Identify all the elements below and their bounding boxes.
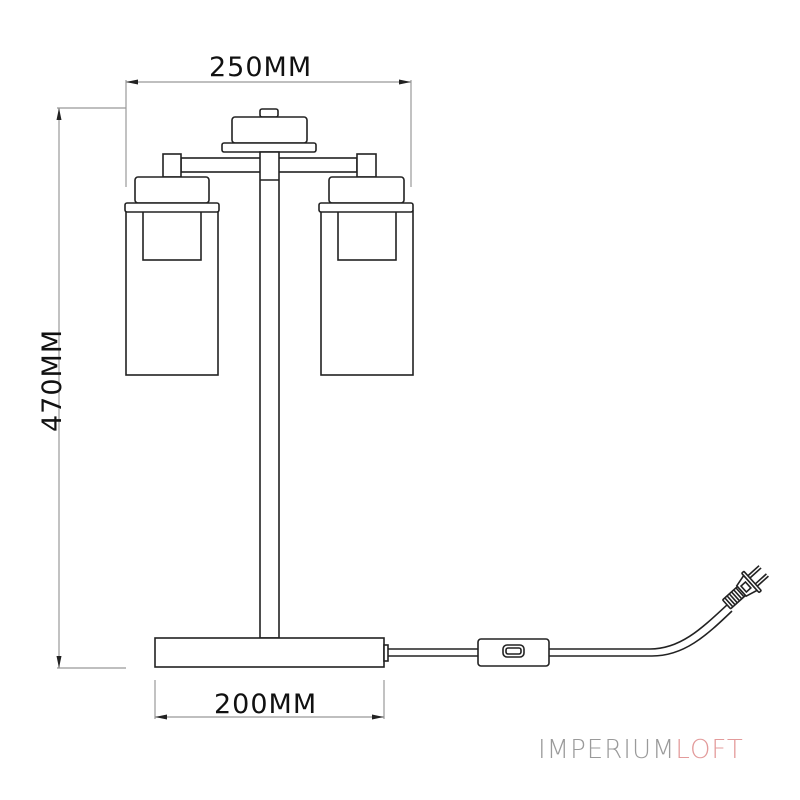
left-knuckle [162, 153, 182, 178]
plug [722, 565, 769, 610]
height-dimension-label: 470MM [37, 328, 68, 432]
brand-logo-part1: IMPERIUM [538, 735, 676, 765]
canopy-cap [231, 116, 308, 144]
right-socket-cap [328, 176, 405, 204]
right-inner-socket [337, 210, 397, 261]
right-ring [318, 202, 414, 213]
cord-connector [383, 644, 389, 662]
power-cord [549, 603, 729, 650]
lamp-body [124, 108, 769, 668]
left-ring [124, 202, 220, 213]
left-socket-cap [134, 176, 210, 204]
brand-logo-part2: LOFT [675, 735, 744, 765]
canopy-plate [221, 142, 317, 153]
width-dimension-label: 250MM [209, 52, 313, 83]
brand-logo: IMPERIUMLOFT [538, 735, 744, 765]
center-stem [259, 151, 280, 639]
left-inner-socket [142, 210, 202, 261]
right-knuckle [356, 153, 377, 178]
dimension-lines [56, 79, 412, 720]
base [154, 637, 385, 668]
canopy-nub [259, 108, 279, 118]
base-width-dimension-label: 200MM [214, 689, 318, 720]
